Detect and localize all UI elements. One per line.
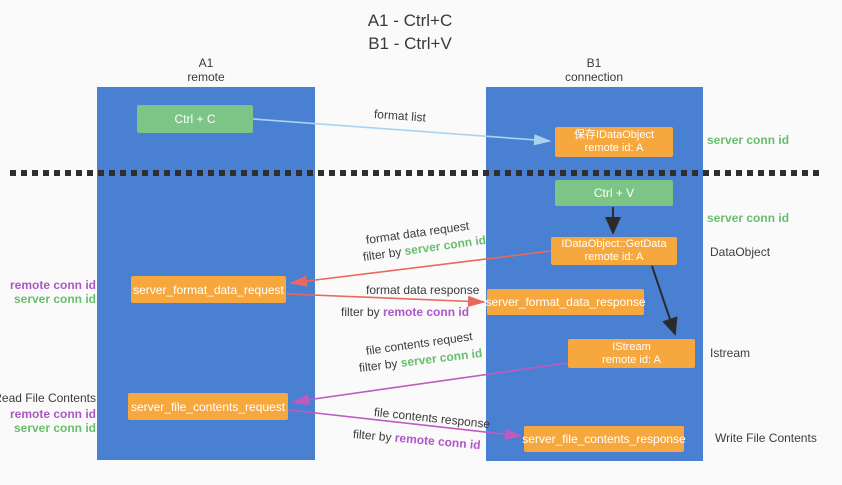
lane-b1-name: B1 [586, 56, 602, 70]
lane-header-b1: B1 connection [534, 56, 654, 84]
machine-boundary-dotted-line [10, 170, 822, 176]
node-format-request-label: server_format_data_request [133, 282, 284, 297]
node-getdata-line1: IDataObject::GetData [561, 238, 667, 250]
node-server-format-data-response: server_format_data_response [485, 289, 646, 315]
annotation-istream: Istream [710, 346, 751, 360]
lane-header-a1: A1 remote [146, 56, 266, 84]
annotation-server-conn-id-mid-right: server conn id [707, 211, 790, 225]
node-ctrl-c: Ctrl + C [137, 105, 253, 133]
label-file-contents-response: file contents response [373, 405, 491, 432]
node-file-response-label: server_file_contents_response [522, 432, 686, 446]
title-line-a1: A1 - Ctrl+C [367, 11, 453, 30]
node-save-idataobject-line2: remote id: A [584, 142, 644, 154]
node-server-format-data-request: server_format_data_request [131, 276, 286, 303]
node-ctrl-c-label: Ctrl + C [174, 112, 216, 126]
node-getdata-line2: remote id: A [584, 251, 644, 263]
annotation-write-file-contents: Write File Contents [715, 431, 817, 445]
node-format-response-label: server_format_data_response [485, 295, 646, 309]
diagram-title: A1 - Ctrl+C B1 - Ctrl+V [330, 9, 490, 55]
annotation-remote-conn-id-top-left: remote conn id [9, 278, 96, 292]
label-format-data-response: format data response [366, 283, 480, 297]
node-istream: IStream remote id: A [568, 339, 695, 368]
node-save-idataobject: 保存IDataObject remote id: A [555, 127, 673, 157]
label-format-data-response-filter: filter by remote conn id [341, 305, 470, 319]
node-file-request-label: server_file_contents_request [130, 399, 286, 414]
annotation-server-conn-id-top-right: server conn id [707, 133, 790, 147]
label-format-list: format list [373, 107, 427, 125]
node-ctrl-v: Ctrl + V [555, 180, 673, 206]
annotation-dataobject: DataObject [710, 245, 771, 259]
annotation-server-conn-id-top-left: server conn id [13, 292, 96, 306]
lane-a1-name: A1 [198, 56, 214, 70]
node-server-file-contents-request: server_file_contents_request [128, 393, 288, 420]
lane-b1-subtitle: connection [564, 70, 624, 84]
node-istream-line2: remote id: A [602, 353, 661, 366]
node-save-idataobject-line1: 保存IDataObject [573, 129, 655, 141]
lane-a1-subtitle: remote [187, 70, 225, 84]
node-istream-line1: IStream [612, 340, 651, 353]
node-idataobject-getdata: IDataObject::GetData remote id: A [551, 237, 677, 265]
annotation-read-file-contents: Read File Contents [0, 391, 96, 405]
node-server-file-contents-response: server_file_contents_response [522, 426, 686, 452]
label-file-contents-response-filter: filter by remote conn id [352, 427, 482, 453]
annotation-remote-conn-id-bottom-left: remote conn id [9, 407, 96, 421]
title-line-b1: B1 - Ctrl+V [368, 34, 452, 53]
annotation-server-conn-id-bottom-left: server conn id [13, 421, 96, 435]
node-ctrl-v-label: Ctrl + V [593, 186, 635, 200]
